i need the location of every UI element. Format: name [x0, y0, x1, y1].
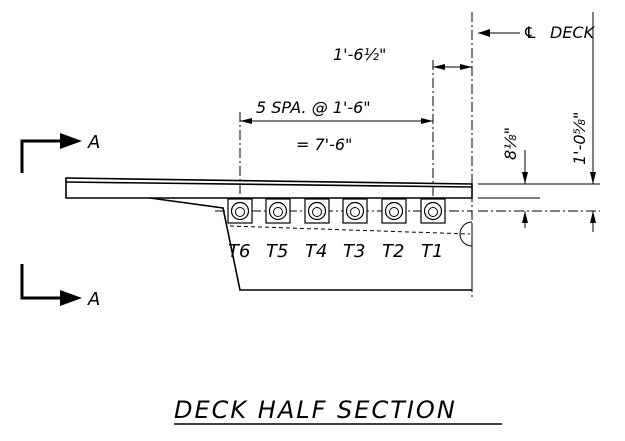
tendon-label: T1: [421, 241, 443, 262]
deck-slab-top-line: [65, 181, 473, 188]
tendon-strand: [389, 207, 399, 217]
section-mark-top-line: [20, 139, 62, 173]
arrowhead: [590, 211, 596, 223]
section-mark-bottom-arrow: [60, 290, 82, 306]
dim-total-depth: 1'-0⅝": [570, 112, 589, 165]
tendon-strand: [350, 207, 360, 217]
dim-top-depth: 8⅛": [501, 127, 520, 160]
tendon-profile-line: [229, 225, 471, 235]
tendon-label: T3: [343, 241, 365, 262]
dim-tendon-offset: 1'-6½": [333, 45, 386, 64]
arrowhead: [421, 118, 433, 124]
section-mark-bottom-label: A: [87, 289, 100, 310]
arrowhead: [240, 118, 252, 124]
deck-void-arc: [459, 221, 473, 247]
deck-slab-outline: [65, 177, 473, 199]
centerline-arrowhead: [478, 29, 490, 37]
dim-spacing: 5 SPA. @ 1'-6": [256, 98, 371, 117]
arrowhead: [460, 64, 472, 70]
arrowhead: [590, 172, 596, 184]
arrowhead: [522, 172, 528, 184]
centerline-label: DECK: [550, 23, 596, 42]
section-mark-top-label: A: [87, 132, 100, 153]
tendon-duct-outer: [423, 201, 443, 221]
section-mark-top-arrow: [60, 133, 82, 149]
tendon-strand: [312, 207, 322, 217]
tendon-duct-outer: [307, 201, 327, 221]
tendon-duct-outer: [230, 201, 250, 221]
tendon-label: T5: [266, 241, 288, 262]
tendon-label: T4: [305, 241, 327, 262]
tendon-label: T2: [382, 241, 404, 262]
tendon-anchor-group: T6 T5 T4 T3 T2 T1: [227, 198, 446, 262]
centerline-symbol: ℄: [523, 23, 537, 42]
tendon-duct-outer: [268, 201, 288, 221]
drawing-title: DECK HALF SECTION: [174, 396, 457, 424]
tendon-duct-outer: [345, 201, 365, 221]
arrowhead: [522, 211, 528, 223]
arrowhead: [433, 64, 445, 70]
tendon-label: T6: [228, 241, 250, 262]
section-mark-bottom-line: [20, 264, 62, 300]
tendon-strand: [235, 207, 245, 217]
dim-spacing-total: = 7'-6": [296, 135, 352, 154]
tendon-strand: [428, 207, 438, 217]
tendon-duct-outer: [384, 201, 404, 221]
tendon-strand: [273, 207, 283, 217]
deck-girder-outline: [149, 197, 472, 291]
